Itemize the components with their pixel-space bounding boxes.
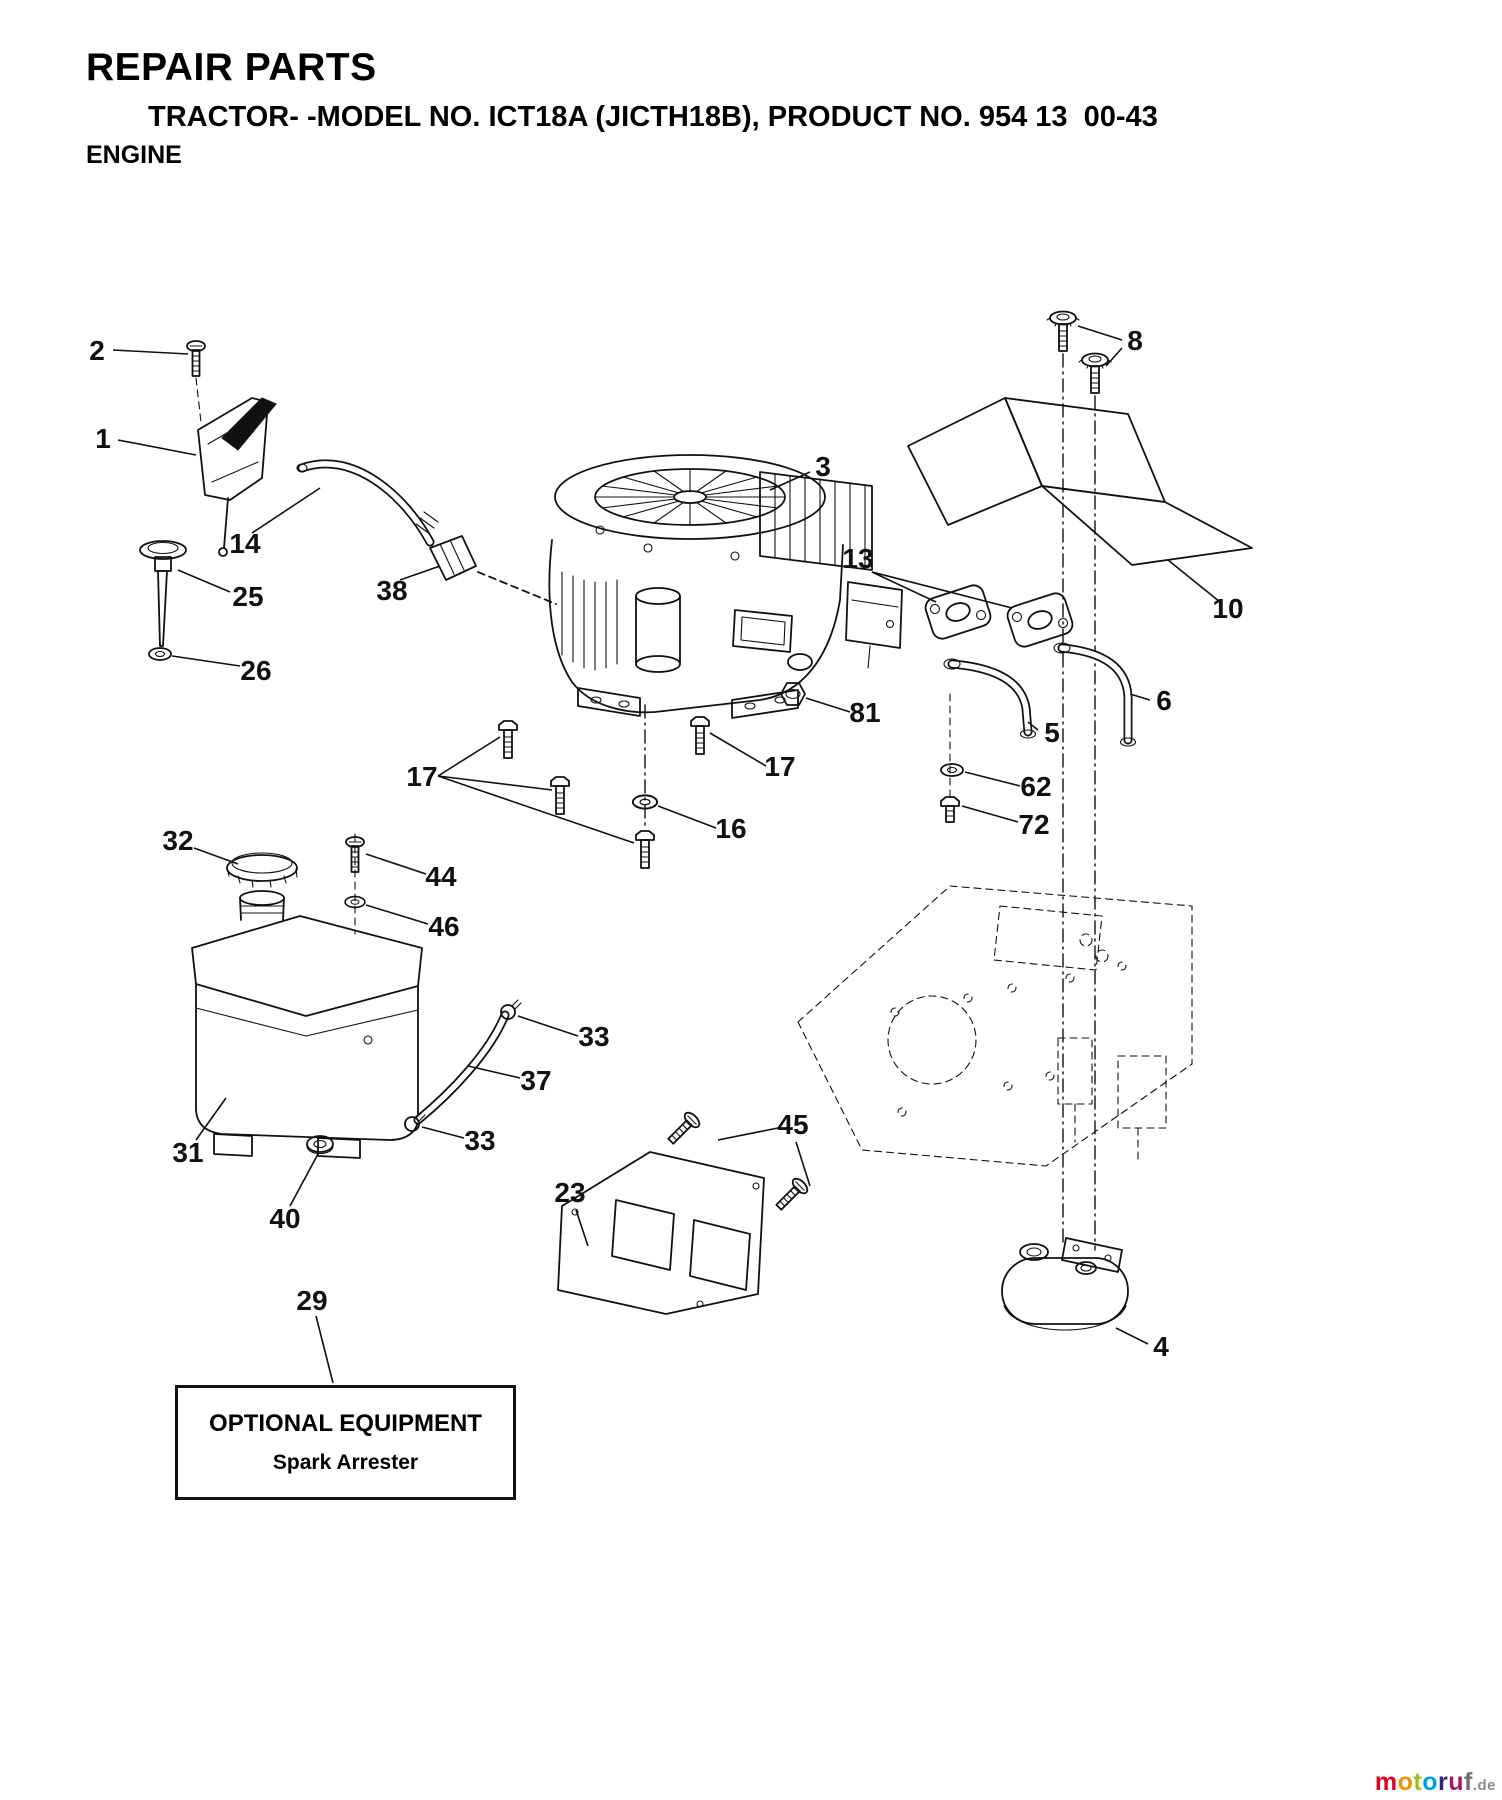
callout-29: 29 [296,1285,327,1316]
callout-31: 31 [172,1137,203,1168]
screw-2 [186,340,206,377]
screw-45-a [663,1109,703,1149]
callout-45: 45 [777,1109,808,1140]
nut-81 [780,682,806,706]
screw-45-b [771,1175,811,1215]
oil-dipstick-25 [139,540,187,647]
callout-14: 14 [229,528,261,559]
bolt-17-c [690,716,710,755]
callout-6: 6 [1156,685,1172,716]
flange-screw-8-b [1078,352,1112,394]
bushing-40 [306,1135,334,1155]
callout-4: 4 [1153,1331,1169,1362]
bolt-17-a [498,720,518,759]
callout-17a: 17 [406,761,437,792]
bolt-72 [940,796,960,823]
callout-81: 81 [849,697,880,728]
callout-17b: 17 [764,751,795,782]
bolt-17-d [635,830,655,869]
callout-10: 10 [1212,593,1243,624]
callout-72: 72 [1018,809,1049,840]
flange-screw-8-a [1046,310,1080,352]
screws-8 [1046,310,1112,1251]
fuel-cap-32 [226,852,298,888]
fuel-hose-14 [296,459,435,547]
gaskets-13 [922,581,1076,651]
exhaust-pipe-6 [1053,642,1137,747]
page-title: REPAIR PARTS [86,46,377,89]
callout-44: 44 [425,861,457,892]
spark-arrester-label: Spark Arrester [272,1451,419,1474]
callout-46: 46 [428,911,459,942]
bracket-23 [557,1151,765,1315]
optional-equipment-box: OPTIONAL EQUIPMENT Spark Arrester [175,1385,516,1500]
exhaust-pipe-5 [943,658,1037,739]
washer-26 [148,647,172,661]
cooling-fan [594,468,786,526]
fuel-tank-31 [191,890,423,1159]
intake-slots [774,473,866,570]
watermark-suffix: .de [1472,1777,1496,1794]
tank-screw-44 [345,833,365,935]
chassis-plate-phantom [797,885,1193,1167]
mount-bolts-17 [498,716,710,869]
callout-33b: 33 [464,1125,495,1156]
callout-1: 1 [95,423,111,454]
callout-33a: 33 [578,1021,609,1052]
callout-25: 25 [232,581,263,612]
watermark: motoruf.de [1375,1768,1496,1797]
section-label: ENGINE [86,141,182,169]
callout-23: 23 [554,1177,585,1208]
callout-26: 26 [240,655,271,686]
fuel-line-37 [404,999,522,1132]
callout-2: 2 [89,335,105,366]
engine-3 [548,454,903,829]
callout-16: 16 [715,813,746,844]
callout-37: 37 [520,1065,551,1096]
leader-lines [112,325,1221,1384]
callout-13: 13 [842,543,873,574]
heat-shield-10 [907,397,1253,566]
cylinder-fins [561,571,618,671]
throttle-control-assembly [186,340,277,557]
callout-38: 38 [376,575,407,606]
optional-equipment-title: OPTIONAL EQUIPMENT [209,1410,482,1437]
callout-5: 5 [1044,717,1060,748]
gasket-13-a [922,581,994,643]
callout-32: 32 [162,825,193,856]
model-subtitle: TRACTOR- -MODEL NO. ICT18A (JICTH18B), P… [148,101,1158,133]
watermark-letters: motoruf [1374,1768,1473,1796]
fuel-filter-38 [415,511,557,605]
callout-40: 40 [269,1203,300,1234]
callout-8: 8 [1127,325,1143,356]
washer-62 [940,763,964,777]
muffler-4 [1001,1237,1129,1331]
gasket-13-b [1004,589,1076,651]
callout-3: 3 [815,451,831,482]
callout-62: 62 [1020,771,1051,802]
throttle-lever [221,397,277,451]
bolt-17-b [550,776,570,815]
